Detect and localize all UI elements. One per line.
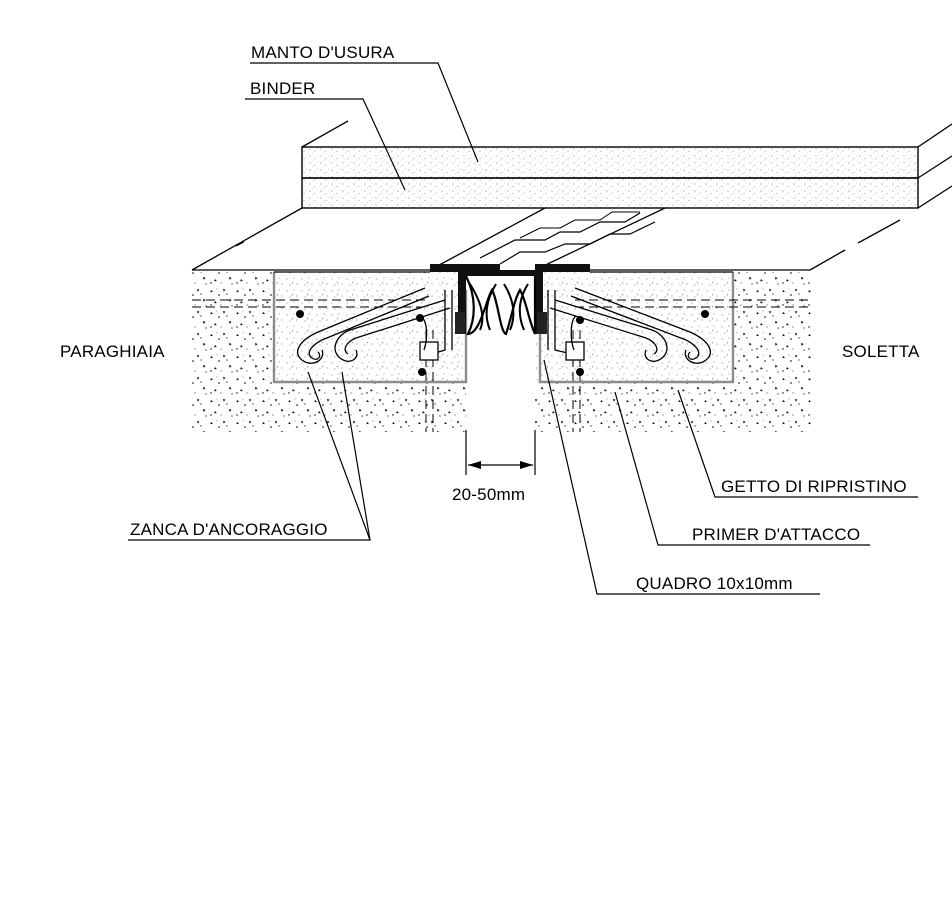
binder-layer <box>301 177 919 209</box>
joint-device <box>430 264 590 336</box>
label-primer-attacco: PRIMER D'ATTACCO <box>692 525 861 544</box>
anchor-hooks <box>297 287 711 364</box>
rebar-dots <box>296 310 709 376</box>
label-paraghiaia: PARAGHIAIA <box>60 342 165 361</box>
label-gap-dimension: 20-50mm <box>452 485 526 504</box>
label-quadro: QUADRO 10x10mm <box>636 574 793 593</box>
leader-lines <box>128 62 918 595</box>
label-soletta: SOLETTA <box>842 342 920 361</box>
paraghiaia-concrete <box>192 271 468 432</box>
label-binder: BINDER <box>250 79 316 98</box>
manto-usura-layer <box>301 146 919 179</box>
pavement-layers <box>301 120 952 209</box>
deck-perspective <box>191 207 901 271</box>
label-zanca-ancoraggio: ZANCA D'ANCORAGGIO <box>130 520 328 539</box>
label-getto-ripristino: GETTO DI RIPRISTINO <box>721 477 907 496</box>
label-manto-usura: MANTO D'USURA <box>251 43 395 62</box>
soletta-concrete <box>535 271 811 432</box>
elastomer-seal <box>465 275 537 336</box>
gap-dimension <box>465 430 536 475</box>
